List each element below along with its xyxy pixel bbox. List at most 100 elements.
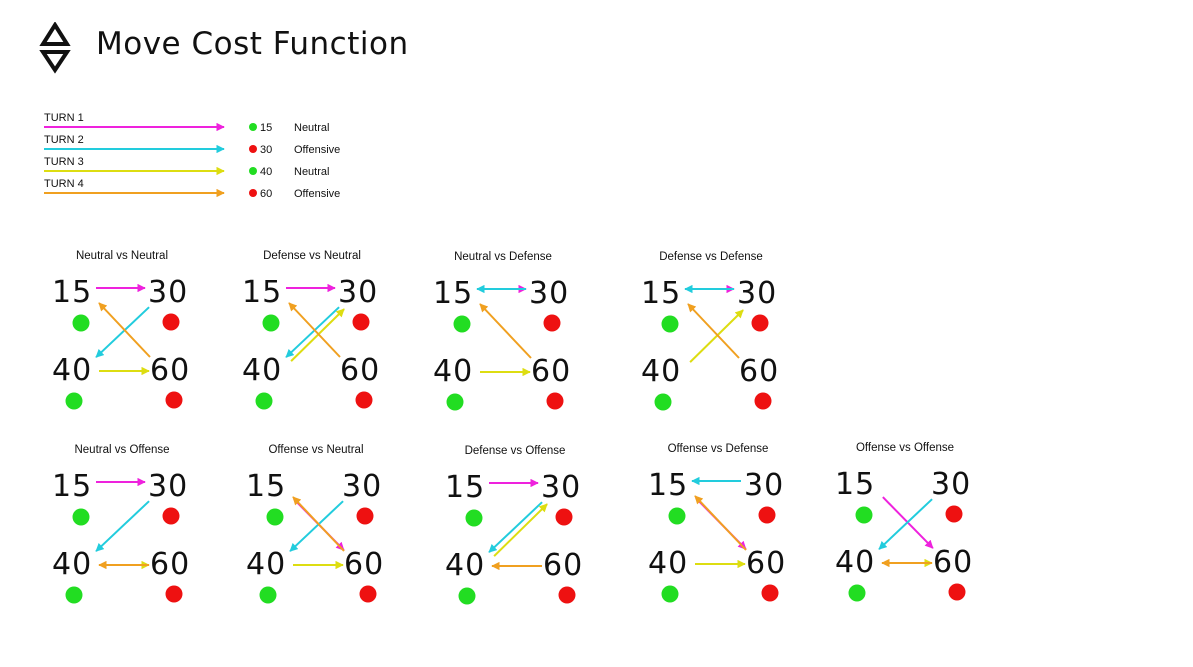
neutral-dot bbox=[72, 314, 90, 332]
panel-title: Offense vs Neutral bbox=[268, 444, 363, 456]
turn-3-arrow bbox=[689, 309, 744, 363]
panel-title: Offense vs Offense bbox=[856, 442, 954, 454]
offensive-dot bbox=[543, 314, 561, 332]
node-value-br: 60 bbox=[150, 353, 190, 388]
offensive-dot bbox=[352, 313, 370, 331]
offensive-dot bbox=[165, 391, 183, 409]
node-value-tl: 15 bbox=[445, 470, 485, 505]
neutral-dot bbox=[848, 584, 866, 602]
neutral-dot bbox=[266, 508, 284, 526]
offensive-dot bbox=[162, 313, 180, 331]
legend-turn-label: TURN 2 bbox=[44, 134, 84, 146]
node-value-bl: 40 bbox=[648, 546, 688, 581]
node-value-bl: 40 bbox=[246, 547, 286, 582]
page-title: Move Cost Function bbox=[96, 26, 409, 62]
node-value-tr: 30 bbox=[529, 276, 569, 311]
turn-4-arrow bbox=[694, 495, 747, 551]
node-value-tl: 15 bbox=[835, 467, 875, 502]
neutral-dot bbox=[65, 392, 83, 410]
panel-title: Neutral vs Defense bbox=[454, 251, 552, 263]
panel-title: Neutral vs Neutral bbox=[76, 250, 168, 262]
node-value-br: 60 bbox=[340, 353, 380, 388]
node-value-tr: 30 bbox=[338, 275, 378, 310]
legend-dot bbox=[249, 189, 257, 197]
panel: Defense vs Neutral 15 30 40 60 bbox=[242, 250, 380, 410]
legend-turn-label: TURN 1 bbox=[44, 112, 84, 124]
legend-value: 40 bbox=[260, 166, 272, 178]
neutral-dot bbox=[668, 507, 686, 525]
neutral-dot bbox=[661, 585, 679, 603]
turn-2-arrow bbox=[95, 306, 150, 358]
node-value-tl: 15 bbox=[246, 469, 286, 504]
legend-value: 60 bbox=[260, 188, 272, 200]
neutral-dot bbox=[446, 393, 464, 411]
node-value-tl: 15 bbox=[641, 276, 681, 311]
legend-dot bbox=[249, 145, 257, 153]
offensive-dot bbox=[546, 392, 564, 410]
legend-stance: Neutral bbox=[294, 122, 329, 134]
offensive-dot bbox=[555, 508, 573, 526]
node-value-br: 60 bbox=[344, 547, 384, 582]
offensive-dot bbox=[165, 585, 183, 603]
node-value-bl: 40 bbox=[52, 353, 92, 388]
node-value-br: 60 bbox=[531, 354, 571, 389]
panel-title: Neutral vs Offense bbox=[74, 444, 169, 456]
offensive-dot bbox=[162, 507, 180, 525]
offensive-dot bbox=[355, 391, 373, 409]
node-value-tl: 15 bbox=[433, 276, 473, 311]
offensive-dot bbox=[948, 583, 966, 601]
legend-dot bbox=[249, 167, 257, 175]
node-value-tr: 30 bbox=[737, 276, 777, 311]
neutral-dot bbox=[855, 506, 873, 524]
panel-title: Defense vs Offense bbox=[465, 445, 566, 457]
legend-stance: Offensive bbox=[294, 144, 340, 156]
panel: Neutral vs Neutral 15 30 40 60 bbox=[52, 250, 190, 410]
offensive-dot bbox=[558, 586, 576, 604]
node-value-tl: 15 bbox=[52, 469, 92, 504]
offensive-dot bbox=[356, 507, 374, 525]
node-value-tr: 30 bbox=[744, 468, 784, 503]
node-value-tr: 30 bbox=[931, 467, 971, 502]
node-value-bl: 40 bbox=[445, 548, 485, 583]
legend-stance: Offensive bbox=[294, 188, 340, 200]
turn-4-arrow bbox=[288, 302, 341, 358]
neutral-dot bbox=[65, 586, 83, 604]
offensive-dot bbox=[754, 392, 772, 410]
node-value-bl: 40 bbox=[242, 353, 282, 388]
node-value-br: 60 bbox=[150, 547, 190, 582]
node-value-tl: 15 bbox=[242, 275, 282, 310]
turn-2-arrow bbox=[289, 500, 344, 552]
node-value-tl: 15 bbox=[52, 275, 92, 310]
legend-value: 15 bbox=[260, 122, 272, 134]
node-value-br: 60 bbox=[746, 546, 786, 581]
offensive-dot bbox=[758, 506, 776, 524]
neutral-dot bbox=[661, 315, 679, 333]
neutral-dot bbox=[259, 586, 277, 604]
legend-dot bbox=[249, 123, 257, 131]
legend-turn-label: TURN 3 bbox=[44, 156, 84, 168]
node-value-tr: 30 bbox=[541, 470, 581, 505]
turn-2-arrow bbox=[95, 500, 150, 552]
node-value-br: 60 bbox=[933, 545, 973, 580]
panel-title: Defense vs Neutral bbox=[263, 250, 361, 262]
turn-4-arrow bbox=[292, 496, 345, 552]
neutral-dot bbox=[465, 509, 483, 527]
double-triangle-logo-icon bbox=[39, 22, 71, 74]
legend-turn-label: TURN 4 bbox=[44, 178, 84, 190]
turn-4-arrow bbox=[687, 303, 740, 359]
neutral-dot bbox=[255, 392, 273, 410]
neutral-dot bbox=[654, 393, 672, 411]
offensive-dot bbox=[751, 314, 769, 332]
node-value-tr: 30 bbox=[148, 275, 188, 310]
turn-3-arrow bbox=[290, 308, 345, 362]
node-value-br: 60 bbox=[739, 354, 779, 389]
node-value-tr: 30 bbox=[148, 469, 188, 504]
panel-title: Offense vs Defense bbox=[668, 443, 769, 455]
turn-4-arrow bbox=[479, 303, 532, 359]
